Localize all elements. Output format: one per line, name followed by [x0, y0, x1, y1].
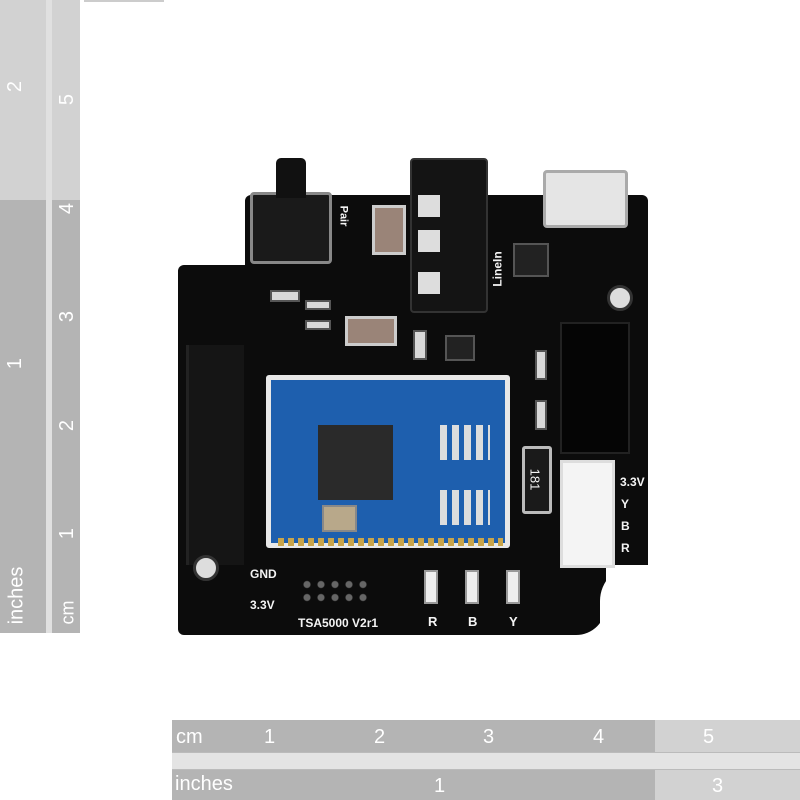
left-inch-mark-1: 1: [4, 357, 27, 370]
smd-component: [305, 300, 331, 310]
antenna-area: [186, 345, 244, 565]
vcc-label: 3.3V: [250, 598, 275, 612]
header-pins: [300, 578, 372, 604]
smd-component: [535, 350, 547, 380]
left-inches-label: inches: [5, 566, 28, 625]
smd-component: [270, 290, 300, 302]
left-ruler-cm-light: [52, 0, 80, 200]
pair-button-cap[interactable]: [276, 158, 306, 198]
smd-component: [413, 330, 427, 360]
crystal: [322, 505, 357, 532]
transistor: [445, 335, 475, 361]
bottom-cm-mark-5: 5: [703, 726, 715, 748]
connector-label-y: Y: [621, 497, 630, 511]
left-cm-mark-4: 4: [56, 202, 79, 215]
jack-pin: [418, 230, 440, 252]
left-inch-mark-2: 2: [4, 80, 27, 93]
left-cm-mark-3: 3: [56, 310, 79, 323]
bottom-cm-mark-3: 3: [483, 726, 495, 748]
bottom-cm-mark-4: 4: [593, 726, 605, 748]
smd-component: [535, 400, 547, 430]
mounting-hole: [193, 555, 219, 581]
linein-label: LineIn: [490, 251, 505, 287]
bottom-ruler-inches-light: [655, 770, 800, 800]
module-pads: [278, 538, 503, 546]
bluetooth-chip: [318, 425, 393, 500]
module-contacts: [440, 490, 490, 525]
board-notch: [600, 565, 660, 645]
pair-button[interactable]: [250, 192, 332, 264]
ic-chip: [513, 243, 549, 277]
left-cm-mark-2: 2: [56, 419, 79, 432]
led-label-b: B: [468, 614, 478, 629]
connector-label-r: R: [621, 541, 630, 555]
bottom-ruler-tickband: [172, 752, 800, 770]
black-module: [560, 322, 630, 454]
bottom-cm-mark-2: 2: [374, 726, 386, 748]
led-yellow: [506, 570, 520, 604]
pair-label: Pair: [337, 205, 350, 227]
led-red: [424, 570, 438, 604]
connector-label-3v3: 3.3V: [620, 475, 645, 489]
resistor-marking: 181: [527, 468, 543, 491]
led-label-y: Y: [509, 614, 518, 629]
jack-pin: [418, 195, 440, 217]
gnd-label: GND: [250, 567, 277, 581]
left-cm-mark-1: 1: [56, 527, 79, 540]
micro-usb-port[interactable]: [543, 170, 628, 228]
connector-label-b: B: [621, 519, 630, 533]
led-blue: [465, 570, 479, 604]
jack-pin: [418, 272, 440, 294]
left-cm-mark-5: 5: [56, 93, 79, 106]
led-label-r: R: [428, 614, 438, 629]
bottom-inches-label: inches: [175, 773, 233, 795]
bottom-inch-mark-3: 3: [712, 775, 724, 797]
module-contacts: [440, 425, 490, 460]
model-label: TSA5000 V2r1: [298, 616, 379, 630]
jst-connector[interactable]: [560, 460, 615, 568]
bottom-cm-label: cm: [176, 726, 203, 748]
smd-component: [305, 320, 331, 330]
capacitor: [345, 316, 397, 346]
ruler-edge: [84, 0, 164, 2]
left-cm-label: cm: [57, 600, 78, 625]
left-ruler-inches-light: [0, 0, 46, 200]
bottom-inch-mark-1: 1: [434, 775, 446, 797]
mounting-hole: [607, 285, 633, 311]
bottom-cm-mark-1: 1: [264, 726, 276, 748]
power-resistor: [522, 446, 552, 514]
pcb-board-bottom: [240, 540, 606, 635]
capacitor: [372, 205, 406, 255]
bottom-ruler-cm-light: [655, 720, 800, 752]
left-ruler-tickband: [46, 0, 52, 633]
